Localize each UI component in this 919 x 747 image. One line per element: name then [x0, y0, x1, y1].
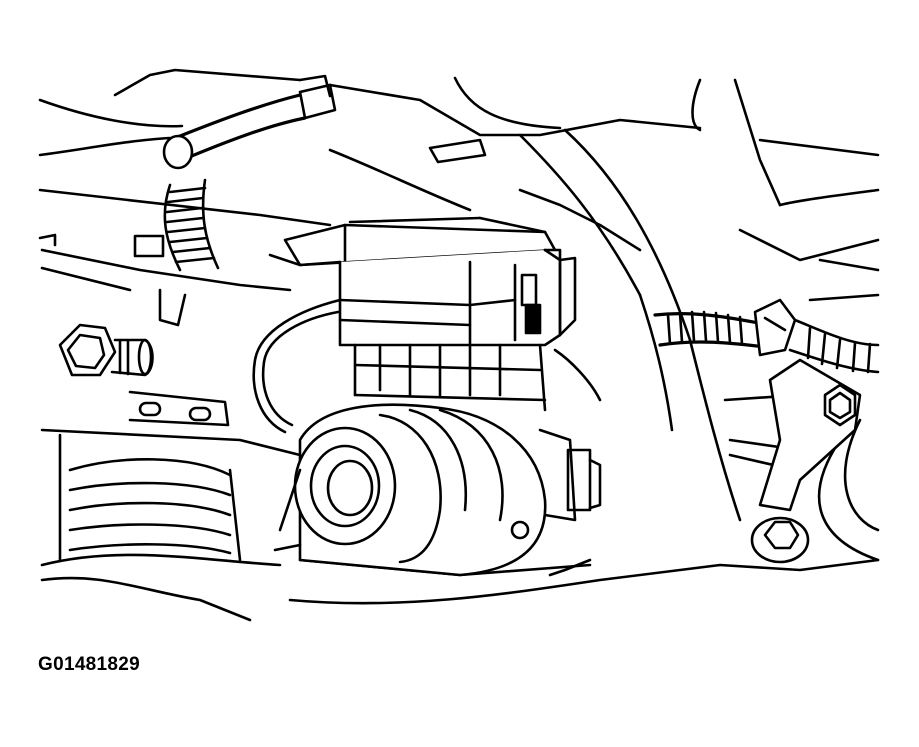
- upper-brake-line: [162, 74, 337, 170]
- right-wire-harness: [653, 298, 880, 374]
- figure-id-label: G01481829: [38, 654, 141, 675]
- sensor-wire: [252, 298, 342, 434]
- left-wire-harness: [133, 178, 220, 327]
- body-panel-outlines: [38, 68, 880, 622]
- abs-pump-motor: [273, 403, 602, 577]
- right-mounting-bracket: [750, 358, 862, 564]
- hex-nut-left: [58, 323, 154, 377]
- mounting-slots: [128, 390, 230, 427]
- abs-connector-block: [268, 216, 577, 412]
- body-details: [38, 138, 602, 577]
